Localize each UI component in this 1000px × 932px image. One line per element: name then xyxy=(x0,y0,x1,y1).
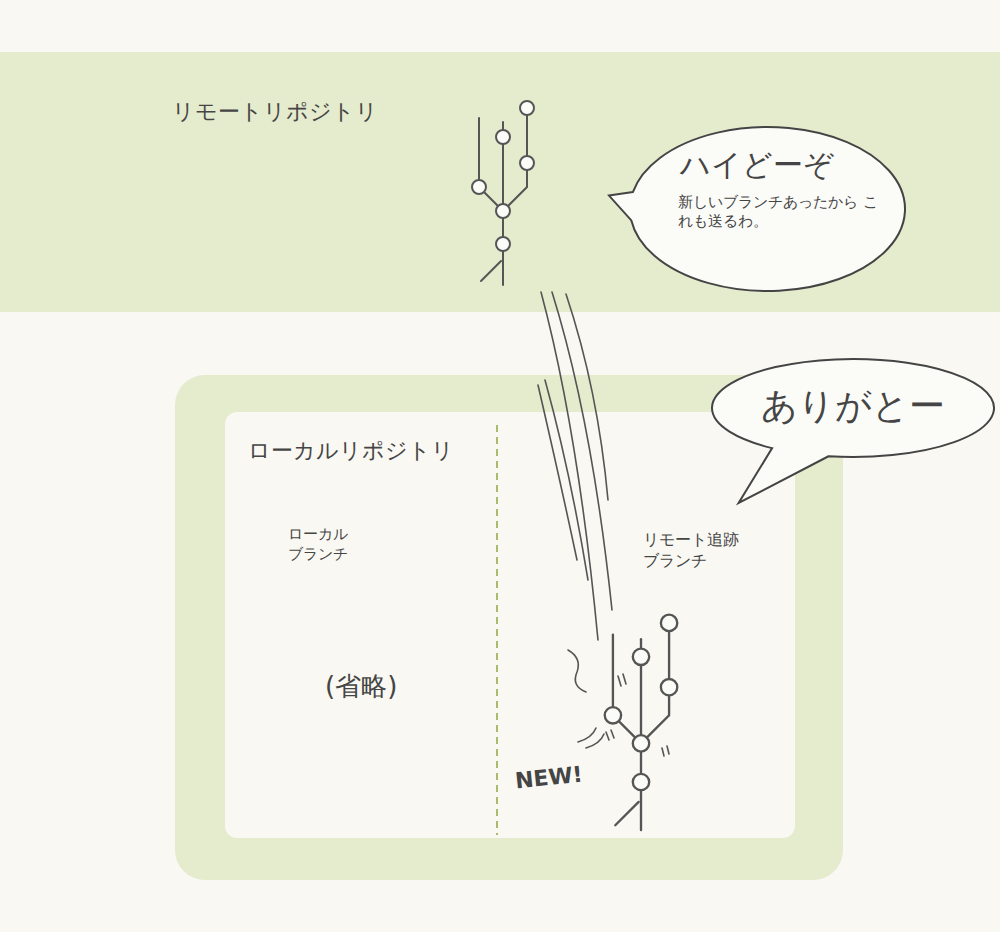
text-slot: 新しいブランチあったから これも送るわ。 xyxy=(678,193,883,231)
node-title: リモートリポジトリ xyxy=(172,98,378,127)
remote-repository-band: リモートリポジトリハイどーぞ新しいブランチあったから これも送るわ。 xyxy=(0,52,1000,312)
impact-mark xyxy=(586,734,604,748)
bubble-outline xyxy=(712,359,994,503)
local-repository-box: ローカルリポジトリローカル ブランチ (省略) リモート追跡 ブランチ xyxy=(175,375,843,880)
text-slot: ローカル ブランチ xyxy=(288,525,360,564)
repository-panel xyxy=(225,412,795,838)
impact-mark xyxy=(606,730,614,740)
motion-lines xyxy=(538,292,612,640)
remote-commit-tree xyxy=(472,101,534,285)
repository-frame xyxy=(175,375,843,880)
motion-line xyxy=(541,292,598,640)
impact-marks xyxy=(568,650,669,756)
impact-mark xyxy=(618,674,626,686)
node-title: ありがとー xyxy=(710,383,996,430)
speech-bubble: ハイどーぞ新しいブランチあったから これも送るわ。 xyxy=(608,125,907,293)
text-slot: リモートリポジトリ xyxy=(172,98,378,127)
node-title: リモート追跡 ブランチ xyxy=(643,530,753,572)
text-slot: リモート追跡 ブランチ xyxy=(643,530,753,572)
bubble-outline xyxy=(609,127,905,291)
impact-mark xyxy=(578,728,596,742)
motion-line xyxy=(538,385,577,560)
node-outline xyxy=(710,357,996,505)
text-slot: ローカルリポジトリ xyxy=(248,437,454,466)
text-slot: ありがとー xyxy=(710,383,996,430)
node-title: ハイどーぞ xyxy=(680,145,834,184)
motion-line xyxy=(545,380,588,580)
divider-line xyxy=(496,425,498,835)
text-slot: ハイどーぞ xyxy=(680,145,834,184)
node-title: ローカルリポジトリ xyxy=(248,437,454,466)
impact-mark xyxy=(568,650,586,692)
motion-line xyxy=(552,292,612,610)
local-branch-area: ローカル ブランチ (省略) xyxy=(225,412,497,838)
tracking-commit-tree xyxy=(605,615,678,830)
impact-mark xyxy=(662,746,669,756)
node-title: ローカル ブランチ xyxy=(288,525,360,564)
text-slot: (省略) xyxy=(325,670,397,704)
speech-bubble: ありがとー xyxy=(710,357,996,505)
node-body: 新しいブランチあったから これも送るわ。 xyxy=(678,193,883,231)
node-body: (省略) xyxy=(325,670,397,704)
motion-line xyxy=(566,294,608,500)
